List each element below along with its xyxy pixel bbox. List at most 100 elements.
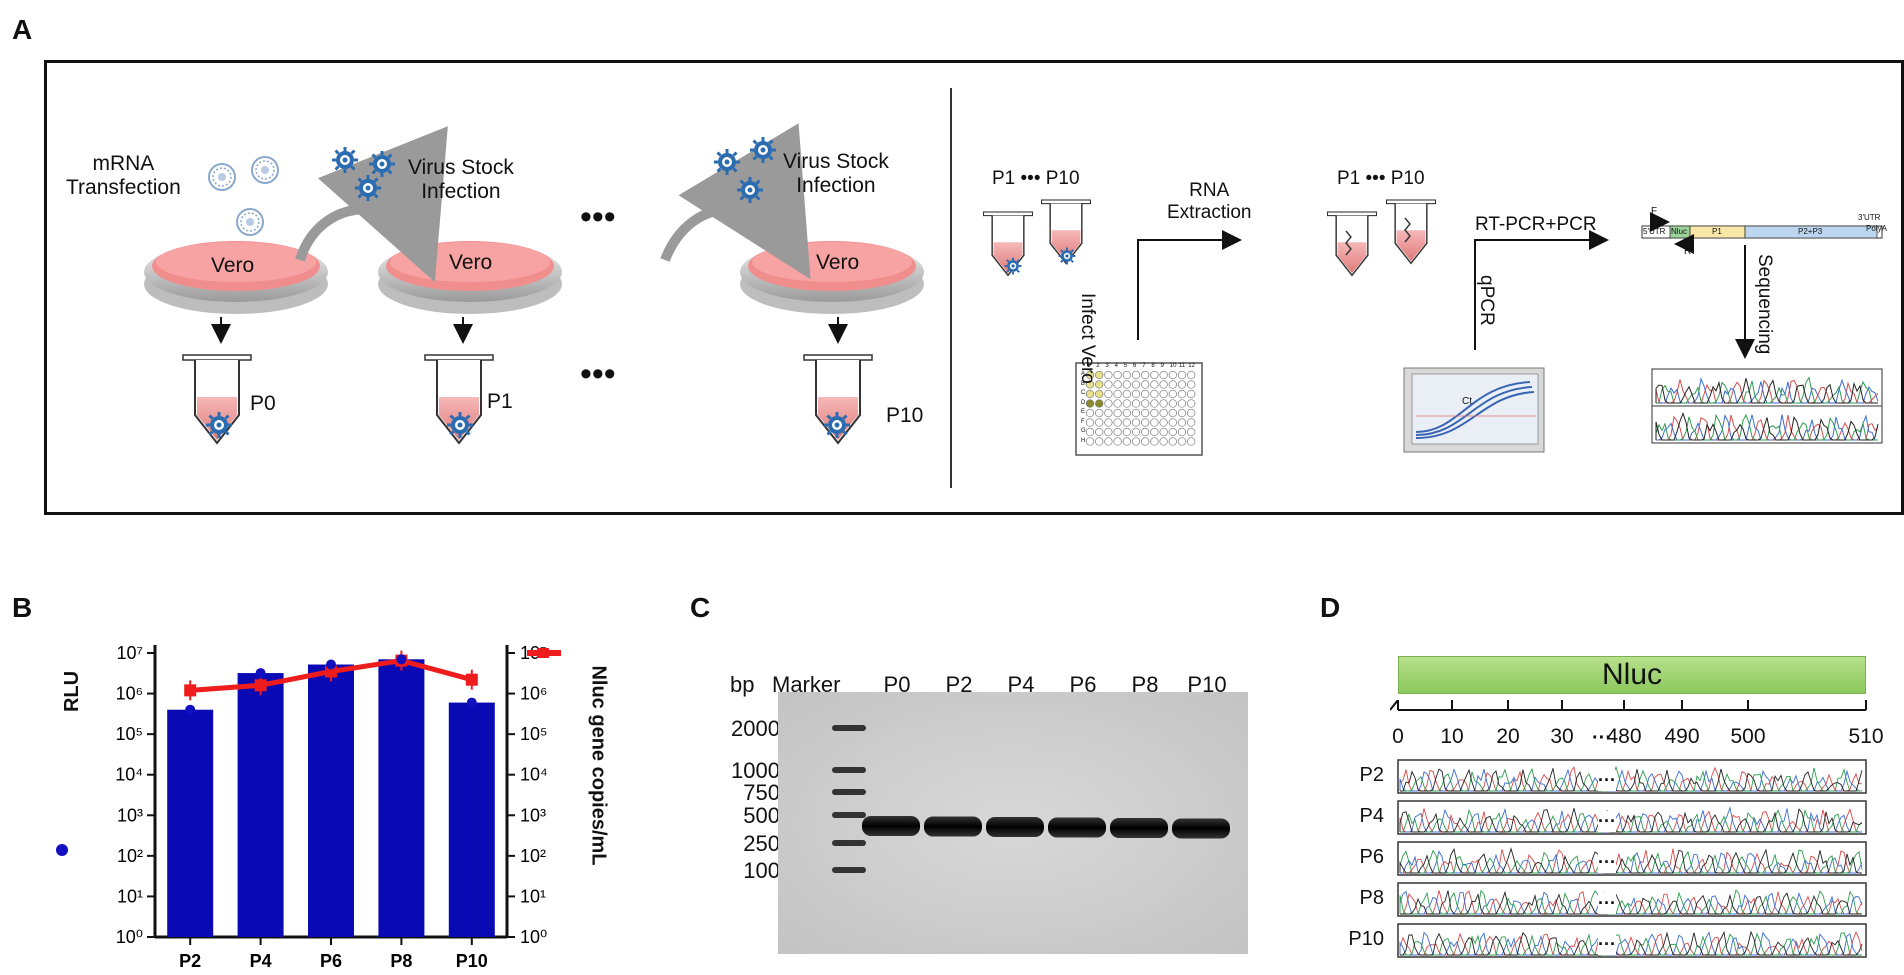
d-row-trace: [1400, 930, 1863, 956]
chromatogram-trace: [1655, 378, 1878, 404]
plate-well: [1113, 370, 1122, 380]
plate-well: [1095, 437, 1104, 446]
plate-well: [1141, 370, 1150, 380]
ct-label: Ct: [1462, 396, 1472, 407]
plate-row-label: C: [1081, 390, 1086, 396]
genome-5utr-label: 5'UTR: [1643, 227, 1666, 236]
plate-well: [1113, 427, 1122, 437]
plate-well: [1141, 380, 1150, 389]
plate-well: [1085, 408, 1095, 418]
x-tick-label-p2: P2: [179, 951, 201, 971]
d-row-trace: [1399, 808, 1863, 833]
gel-image: [778, 692, 1248, 954]
d-tick-label-490: 490: [1664, 725, 1700, 748]
qpcr-label: qPCR: [1476, 275, 1497, 326]
size-label-2000: 2000: [731, 716, 780, 741]
sample-band-p4: [986, 817, 1044, 837]
d-row-dots: ···: [1598, 893, 1616, 914]
y-tick-label-right: 10⁰: [520, 927, 547, 947]
plate-col-label: 5: [1123, 363, 1128, 369]
plate-well: [1122, 437, 1131, 446]
vero-label-3: Vero: [816, 251, 860, 274]
panel-c-letter: C: [690, 592, 711, 623]
genome-nluc-label: Nluc: [1671, 227, 1688, 236]
genome-polya-label: PolyA: [1866, 224, 1887, 233]
d-row-trace: [1400, 890, 1862, 915]
plate-well: [1150, 370, 1159, 380]
panel-d-letter: D: [1320, 592, 1341, 623]
plate-well: [1141, 389, 1150, 399]
plate-well: [1104, 418, 1113, 427]
y-tick-label-left: 10⁶: [116, 684, 143, 704]
chromatogram-trace: [1656, 376, 1878, 404]
marker-band: [832, 840, 866, 846]
plate-well: [1187, 380, 1196, 389]
plate-well: [1122, 408, 1131, 418]
virus-stock-label-2: Virus Stock Infection: [783, 150, 889, 198]
plate-well: [1187, 427, 1196, 437]
x-tick-label-p10: P10: [456, 951, 488, 971]
plate-well: [1113, 380, 1122, 389]
plate-well: [1095, 408, 1104, 418]
plate-well: [1187, 437, 1196, 446]
plate-well: [1122, 399, 1131, 408]
d-row-trace: [1399, 847, 1862, 874]
legend-dot-marker: [56, 844, 68, 856]
plate-well: [1141, 427, 1150, 437]
plate-well: [1104, 380, 1113, 389]
plate-well: [1150, 427, 1159, 437]
size-label-750: 750: [743, 780, 780, 805]
plate-well: [1095, 370, 1104, 380]
plate-well: [1168, 389, 1177, 399]
plate-well: [1177, 418, 1187, 427]
genome-r-label: R: [1684, 246, 1692, 257]
plate-row-label: B: [1081, 380, 1086, 387]
plate-well: [1113, 399, 1122, 408]
y-tick-label-left: 10¹: [117, 886, 143, 906]
plate-well: [1159, 437, 1168, 446]
plate-well: [1187, 399, 1196, 408]
plate-well: [1187, 408, 1196, 418]
marker-band: [832, 725, 866, 731]
panel-b-letter: B: [12, 592, 33, 623]
plate-well: [1159, 399, 1168, 408]
plate-well: [1168, 427, 1177, 437]
plate-well: [1113, 389, 1122, 399]
plate-well: [1168, 437, 1177, 446]
plate-row-label: D: [1081, 399, 1086, 406]
x-tick-label-p6: P6: [320, 951, 342, 971]
marker-band: [832, 767, 866, 773]
plate-well: [1095, 427, 1104, 437]
d-row-dots: ···: [1598, 770, 1616, 791]
bar-p2: [167, 709, 214, 937]
size-label-1000: 1000: [731, 758, 780, 783]
d-row-label-p6: P6: [1359, 846, 1384, 868]
plate-well: [1177, 427, 1187, 437]
x-tick-label-p8: P8: [390, 951, 412, 971]
plate-well: [1104, 427, 1113, 437]
genome-p1-label: P1: [1712, 227, 1722, 236]
plate-col-label: 4: [1114, 363, 1118, 369]
y-tick-label-right: 10⁶: [520, 684, 547, 704]
infect-vero-label: Infect Vero: [1077, 293, 1098, 384]
plate-well: [1131, 370, 1141, 380]
plate-well: [1085, 370, 1095, 380]
mrna-transfection-label: mRNA Transfection: [66, 152, 181, 200]
sample-band-p6: [1048, 817, 1106, 838]
y-tick-label-left: 10⁷: [116, 643, 143, 663]
plate-well: [1141, 408, 1150, 418]
genome-p2p3-label: P2+P3: [1798, 227, 1823, 236]
ellipsis-bottom: •••: [580, 355, 616, 393]
plate-row-label: G: [1081, 428, 1086, 434]
vero-label-1: Vero: [211, 254, 255, 277]
plate-well: [1085, 427, 1095, 437]
bar-dot-p10: [466, 697, 477, 708]
plate-well: [1150, 389, 1159, 399]
genome-f-label: F: [1651, 206, 1658, 217]
d-row-trace: [1400, 932, 1862, 956]
plate-well: [1150, 437, 1159, 446]
d-row-trace: [1400, 768, 1863, 792]
bar-p4: [237, 673, 284, 937]
plate-well: [1131, 418, 1141, 427]
plate-well: [1113, 418, 1122, 427]
